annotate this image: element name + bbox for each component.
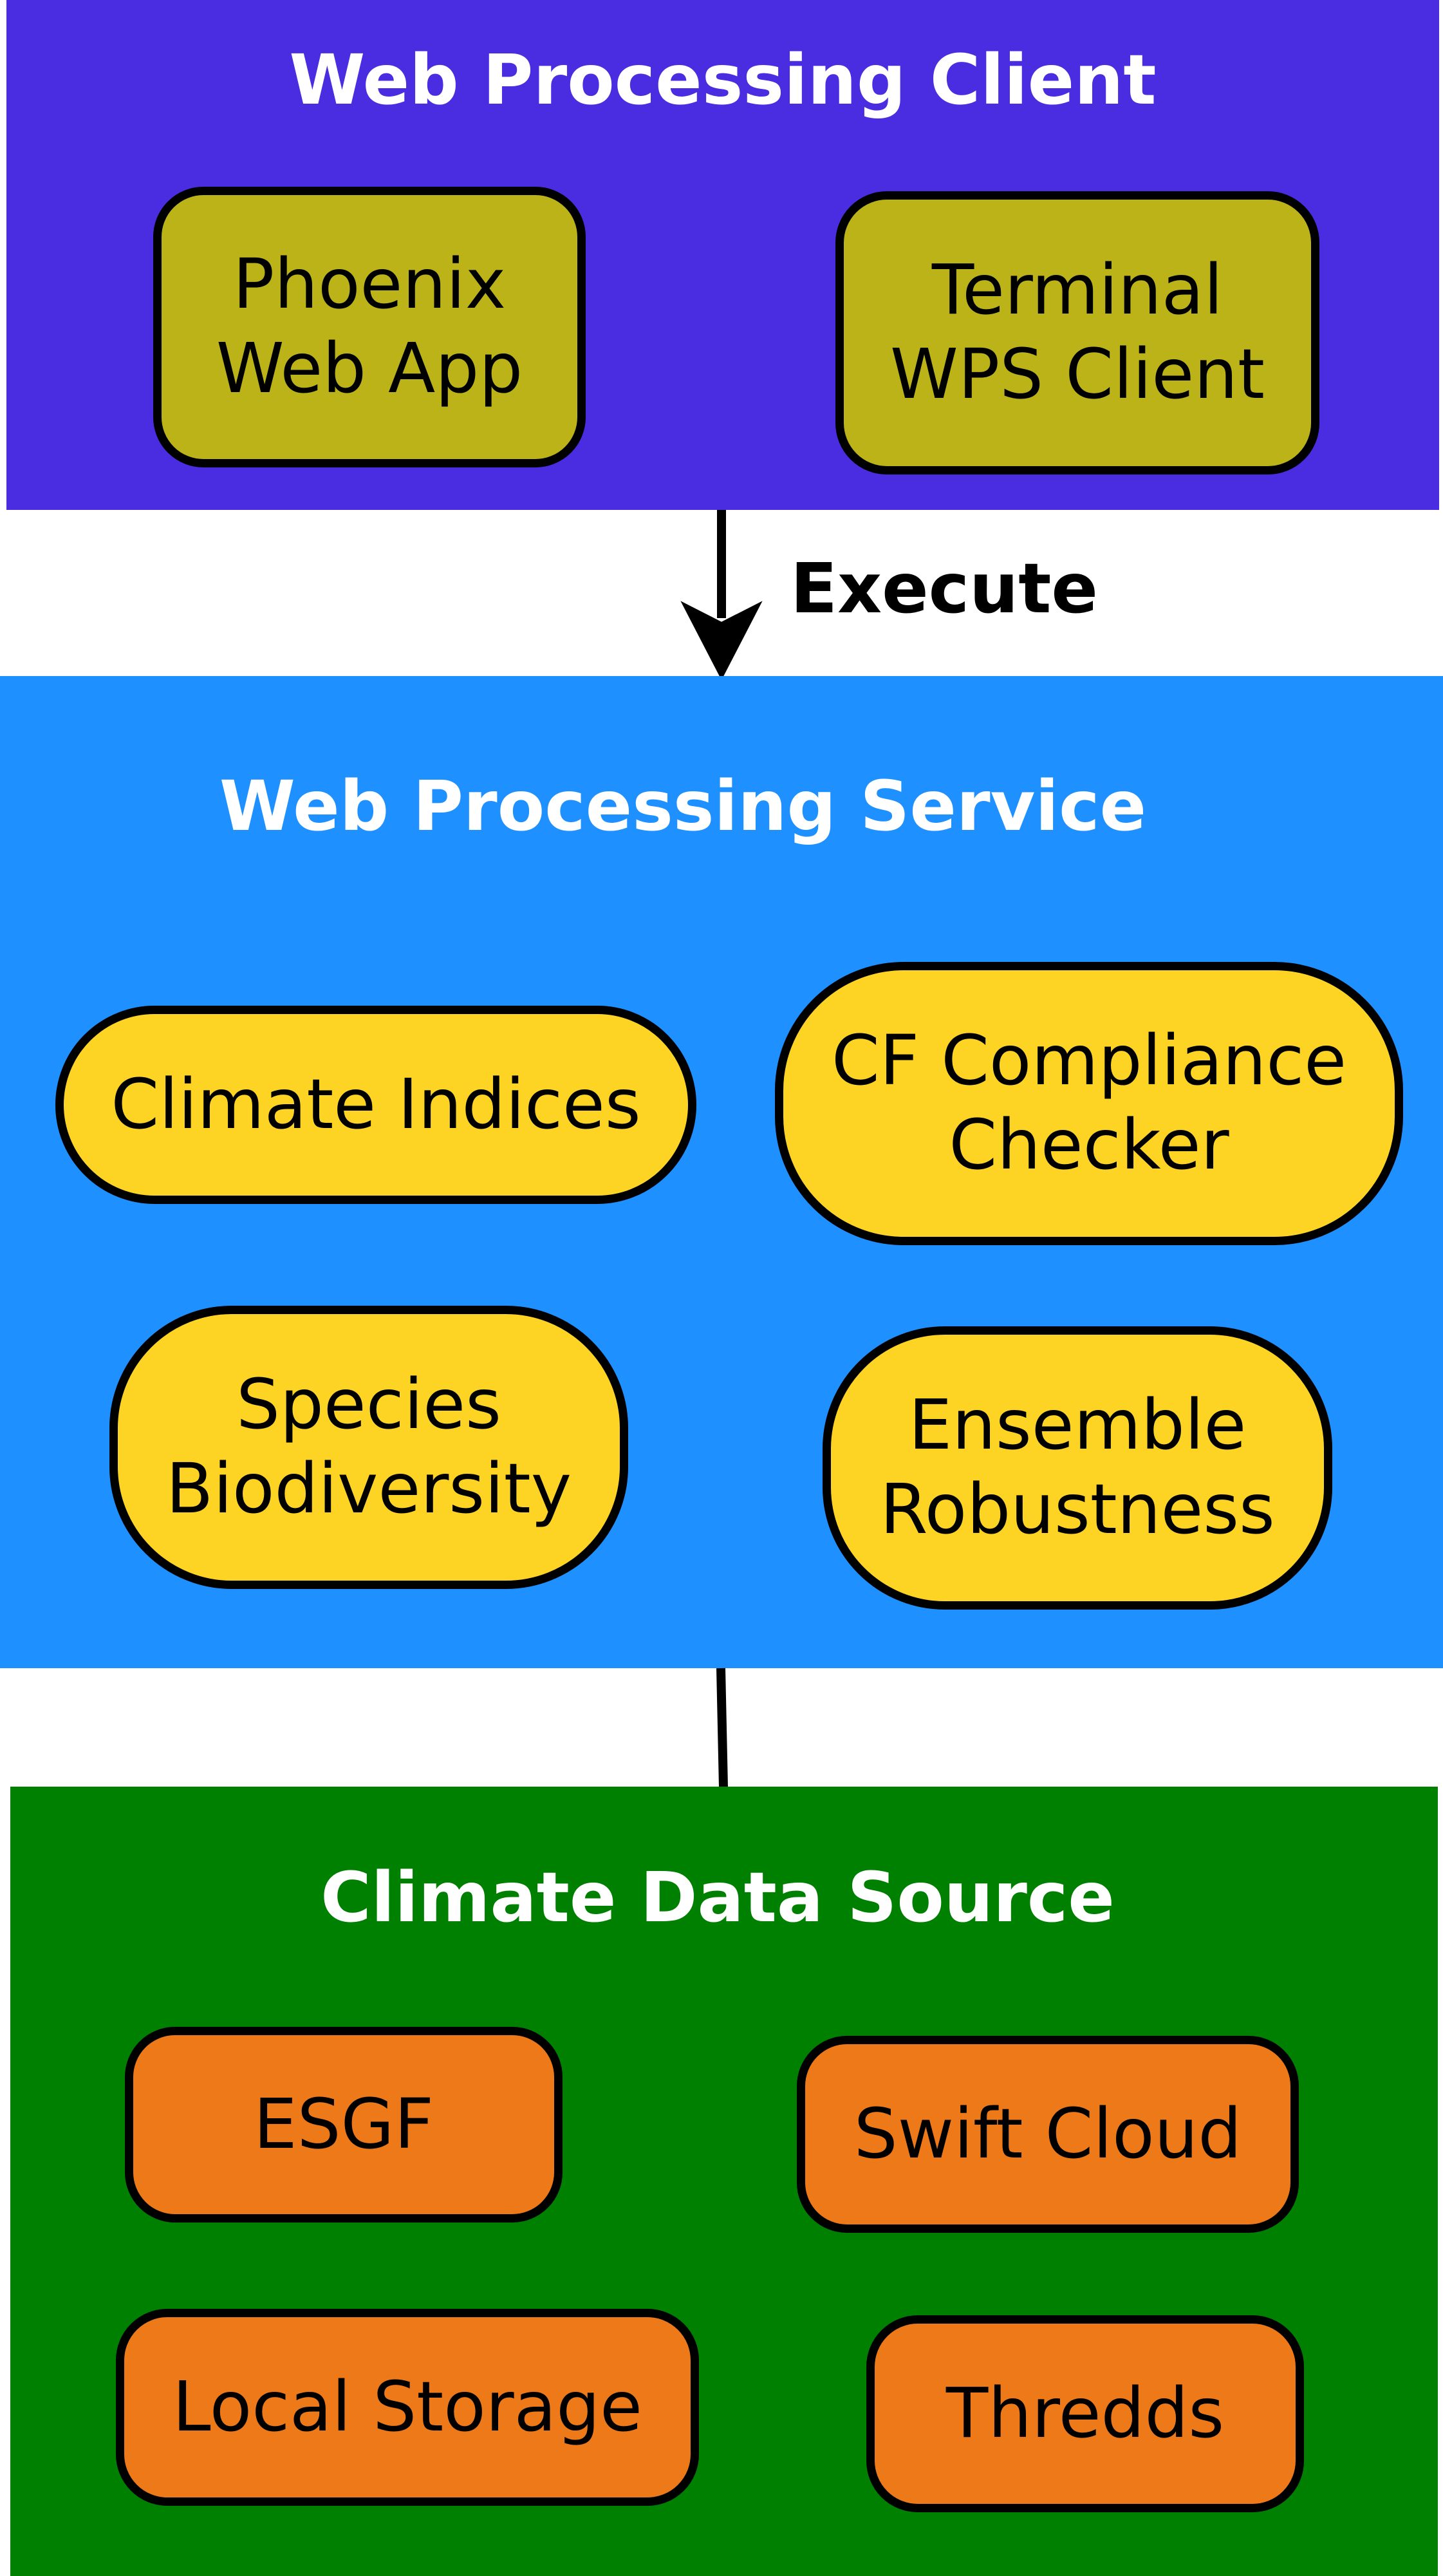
execute-arrow-head-icon: [680, 601, 763, 681]
local-storage-node: Local Storage: [116, 2309, 699, 2506]
web-processing-client-title: Web Processing Client: [289, 41, 1157, 120]
terminal-wps-client-node: Terminal WPS Client: [835, 191, 1319, 475]
swift-cloud-node: Swift Cloud: [797, 2036, 1299, 2233]
climate-indices-node: Climate Indices: [55, 1006, 696, 1204]
execute-label: Execute: [790, 549, 1098, 629]
cf-compliance-checker-node: CF Compliance Checker: [775, 962, 1403, 1245]
thredds-node: Thredds: [866, 2315, 1304, 2512]
climate-data-source-title: Climate Data Source: [321, 1858, 1115, 1938]
phoenix-web-app-node: Phoenix Web App: [153, 187, 586, 467]
web-processing-service-title: Web Processing Service: [219, 767, 1147, 847]
service-data-line: [716, 1668, 728, 1788]
ensemble-robustness-node: Ensemble Robustness: [823, 1326, 1332, 1610]
esgf-node: ESGF: [125, 2027, 563, 2223]
